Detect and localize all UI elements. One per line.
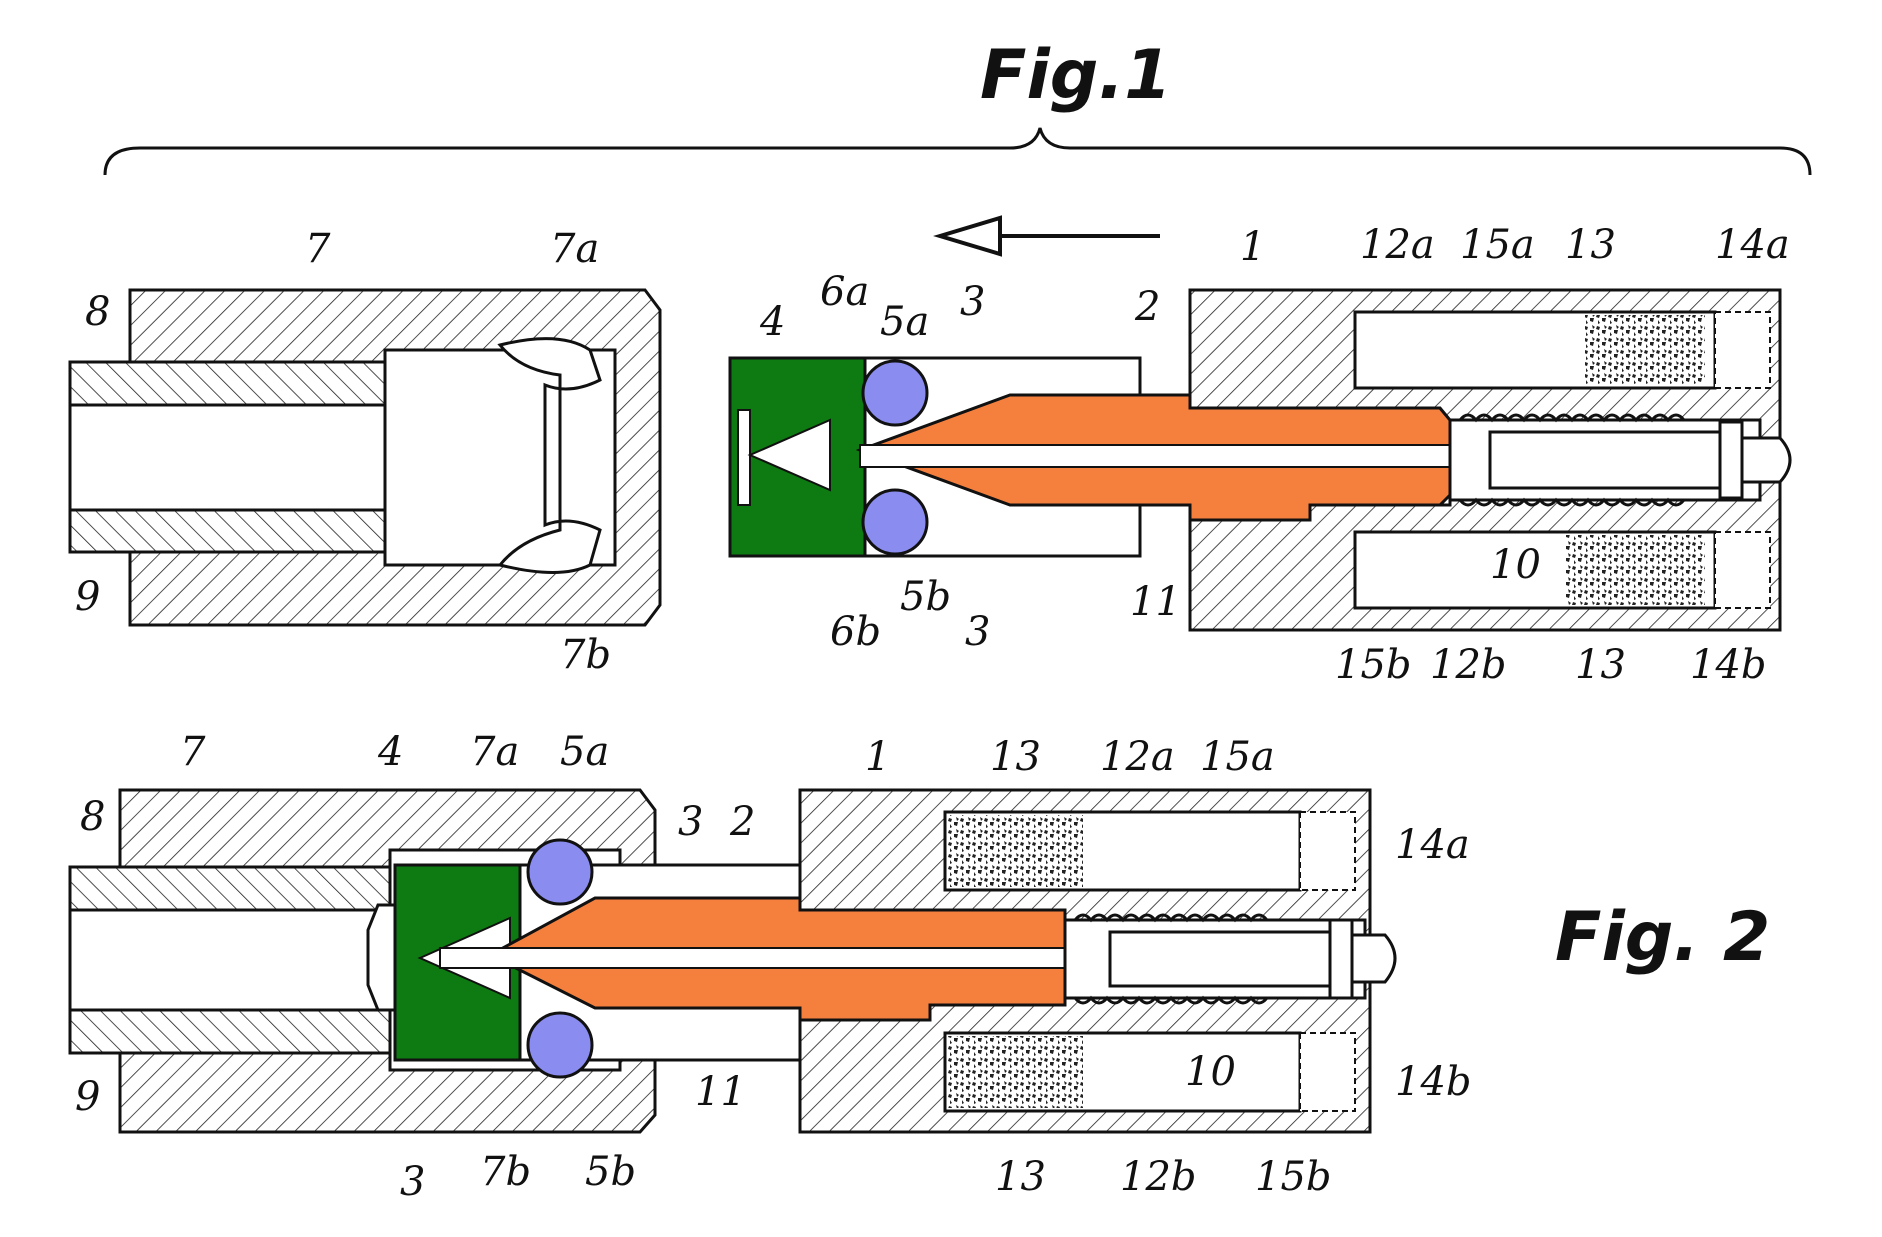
fig2-label-11: 11: [695, 1069, 746, 1115]
fig2-label-1: 1: [865, 734, 890, 780]
fig2-housing-1: [798, 788, 1397, 1134]
fig1-ball-5b: [861, 488, 929, 556]
fig2-label-12b: 12b: [1120, 1154, 1197, 1200]
fig2-ball-5a: [526, 838, 594, 906]
fig1-label-11: 11: [1130, 579, 1181, 625]
fig1-label-3-bot: 3: [965, 609, 990, 655]
fig2-label-7a: 7a: [470, 729, 519, 775]
fig2-label-3-bot: 3: [400, 1159, 425, 1205]
fig1-label-13-top: 13: [1565, 222, 1616, 268]
fig1-housing-1: [1188, 288, 1792, 632]
fig1-label-7b: 7b: [560, 632, 611, 678]
fig1-label-15b: 15b: [1335, 642, 1412, 688]
fig2-label-13-top: 13: [990, 734, 1041, 780]
fig1-label-2: 2: [1134, 284, 1160, 330]
fig1-label-15a: 15a: [1460, 222, 1535, 268]
fig1-plug-assembly: [728, 356, 1511, 558]
fig2-label-8: 8: [80, 794, 105, 840]
fig2-ball-5b: [526, 1011, 594, 1079]
fig1-label-14a: 14a: [1715, 222, 1790, 268]
fig1-title: Fig.1: [980, 36, 1172, 115]
fig2-label-12a: 12a: [1100, 734, 1175, 780]
fig1-ball-5a: [861, 359, 929, 427]
fig1-label-3-top: 3: [960, 279, 985, 325]
fig2-label-5b: 5b: [585, 1149, 636, 1195]
fig2-label-14a: 14a: [1395, 822, 1470, 868]
fig2-label-2: 2: [729, 799, 755, 845]
fig1-label-6b: 6b: [830, 609, 881, 655]
figure-2: Fig. 2: [68, 729, 1770, 1205]
fig1-label-1: 1: [1240, 224, 1265, 270]
fig1-label-7: 7: [305, 226, 331, 272]
fig1-label-4: 4: [759, 299, 785, 345]
figure-1: Fig.1: [68, 36, 1812, 688]
fig1-label-5b: 5b: [900, 574, 951, 620]
fig2-label-3-top: 3: [678, 799, 703, 845]
fig2-label-4: 4: [377, 729, 403, 775]
fig2-label-13-bot: 13: [995, 1154, 1046, 1200]
fig2-label-15a: 15a: [1200, 734, 1275, 780]
fig2-label-14b: 14b: [1395, 1059, 1472, 1105]
fig2-label-9: 9: [75, 1074, 100, 1120]
fig2-label-10: 10: [1185, 1049, 1236, 1095]
fig1-label-9: 9: [75, 574, 100, 620]
fig2-label-5a: 5a: [560, 729, 609, 775]
fig2-label-15b: 15b: [1255, 1154, 1332, 1200]
fig2-plug-assembly: [393, 838, 1131, 1079]
fig2-title: Fig. 2: [1555, 898, 1770, 977]
fig1-coupling-part-7: [68, 288, 662, 627]
fig1-label-14b: 14b: [1690, 642, 1767, 688]
fig1-label-12a: 12a: [1360, 222, 1435, 268]
fig1-label-10: 10: [1490, 542, 1541, 588]
fig1-label-8: 8: [85, 289, 110, 335]
fig2-label-7: 7: [180, 729, 206, 775]
fig1-brace: [103, 127, 1812, 176]
fig2-label-7b: 7b: [480, 1149, 531, 1195]
fig1-label-13-bot: 13: [1575, 642, 1626, 688]
fig1-label-6a: 6a: [820, 269, 869, 315]
fig1-direction-arrow: [933, 215, 1160, 257]
fig1-label-7a: 7a: [550, 226, 599, 272]
fig1-label-12b: 12b: [1430, 642, 1507, 688]
fig1-label-5a: 5a: [880, 299, 929, 345]
